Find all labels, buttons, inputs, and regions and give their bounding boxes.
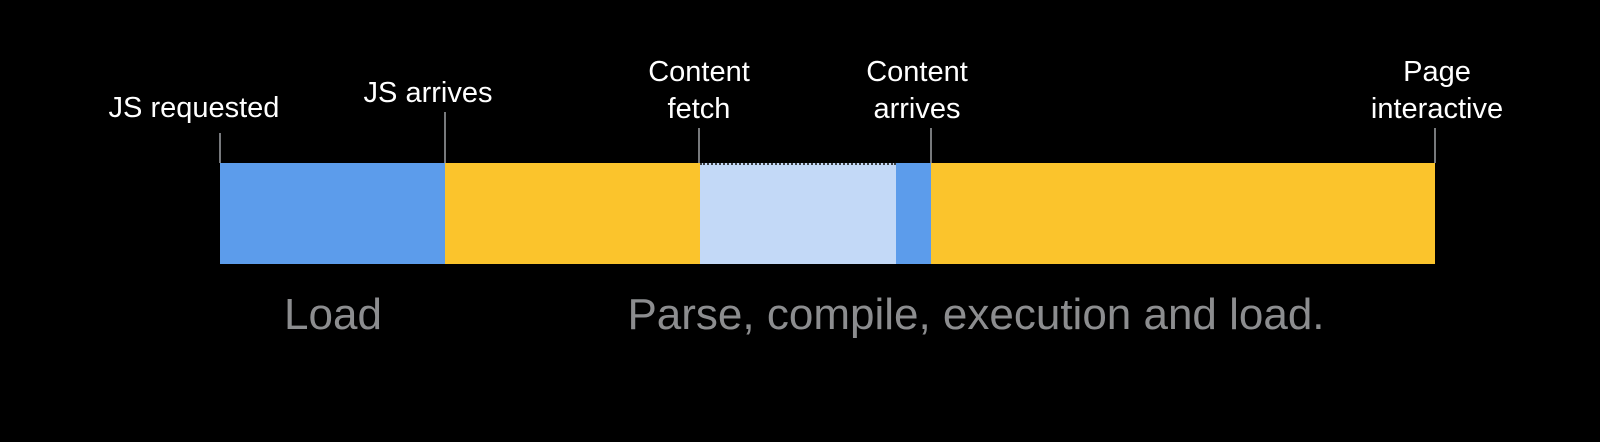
timeline-tick-content-arrives [930, 128, 932, 163]
timeline-tick-js-arrives [444, 112, 446, 163]
segment-content-arrive [896, 163, 931, 264]
timeline-label-js-requested: JS requested [108, 92, 280, 124]
timeline-label-js-arrives: JS arrives [363, 77, 493, 109]
timeline-tick-content-fetch [698, 128, 700, 163]
segment-content-fetch [700, 163, 896, 264]
timeline-tick-js-requested [219, 133, 221, 163]
segment-load-request [220, 163, 445, 264]
caption-parse: Parse, compile, execution and load. [627, 290, 1325, 339]
timeline-bar [220, 163, 1435, 264]
segment-parse-early [445, 163, 700, 264]
timeline-label-page-interactive: Page interactive [1370, 56, 1504, 125]
timeline-label-content-arrives: Content arrives [866, 56, 968, 125]
timeline-tick-page-interactive [1434, 128, 1436, 163]
segment-parse-late [931, 163, 1435, 264]
timeline-label-content-fetch: Content fetch [648, 56, 750, 125]
caption-load: Load [284, 290, 382, 339]
